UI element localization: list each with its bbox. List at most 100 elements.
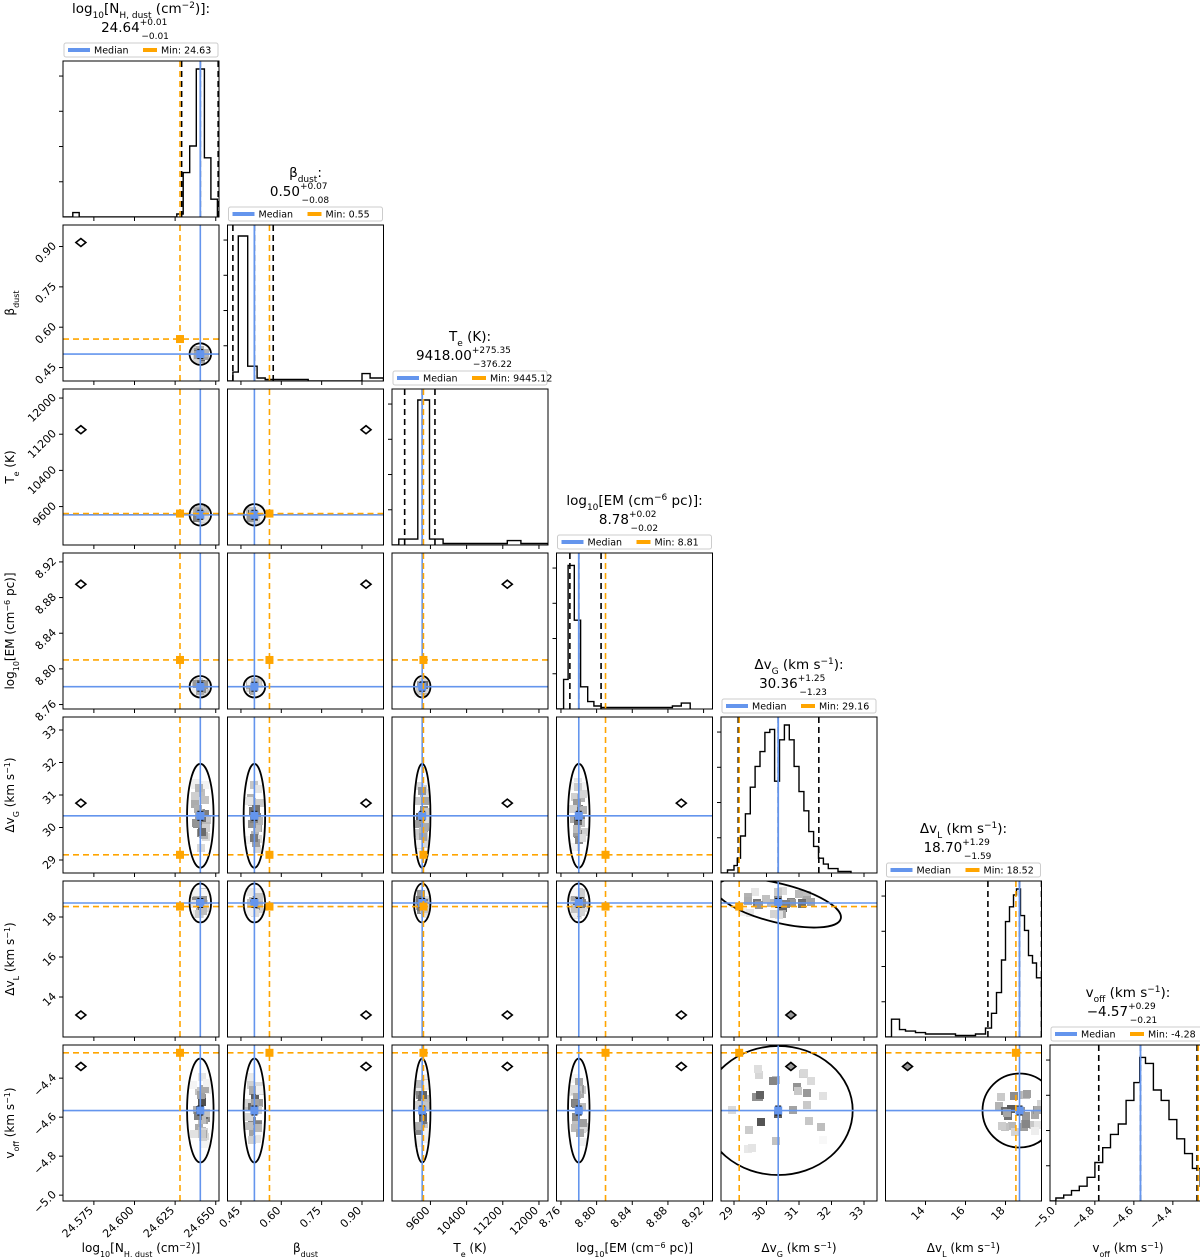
y-tick-label: 30 xyxy=(40,820,59,839)
density-cell xyxy=(997,1093,1005,1101)
density-cell xyxy=(189,1081,197,1089)
density-cell xyxy=(745,1126,753,1134)
density-cell xyxy=(578,834,586,842)
x-axis-label-te: Te (K) xyxy=(452,1241,486,1257)
panel-voff-voff: −5.0−4.8−4.6−4.4 xyxy=(1030,1044,1200,1232)
x-tick-label: 14 xyxy=(909,1204,928,1223)
y-tick-label: −4.6 xyxy=(31,1110,59,1138)
density-cell xyxy=(762,895,770,903)
param-title-nh: log10[NH, dust (cm−2)]: xyxy=(72,1,210,21)
panel-frame xyxy=(227,388,384,546)
median-marker xyxy=(574,899,583,907)
panel-dvl-dvg xyxy=(720,880,878,1041)
density-cell xyxy=(1003,1109,1011,1117)
outlier-contour xyxy=(74,237,88,248)
y-tick-label: 31 xyxy=(40,788,59,807)
histogram-dvl xyxy=(885,888,1042,1037)
contour-nh-beta xyxy=(188,342,212,366)
y-tick-label: 10400 xyxy=(25,463,59,497)
histogram-beta xyxy=(227,235,384,381)
outlier-contour xyxy=(74,1009,88,1021)
min-marker xyxy=(419,1048,428,1057)
density-cell xyxy=(1008,1122,1016,1130)
density-cell xyxy=(254,785,262,793)
y-tick-label: −4.4 xyxy=(31,1071,59,1099)
density-cell xyxy=(191,792,199,800)
x-axis-label-beta: βdust xyxy=(293,1241,318,1257)
min-marker xyxy=(419,902,428,911)
density-cell xyxy=(1010,1092,1018,1100)
density-cell xyxy=(201,349,209,357)
x-axis-label-em: log10[EM (cm−6 pc)] xyxy=(576,1241,693,1257)
panel-frame xyxy=(885,880,1042,1038)
median-marker xyxy=(418,811,427,820)
min-marker xyxy=(735,902,744,911)
title-em: log10[EM (cm−6 pc)]:8.78+0.02−0.02 xyxy=(566,493,702,534)
y-tick-label: 8.88 xyxy=(33,591,60,618)
density-cell xyxy=(572,1100,580,1108)
density-cell xyxy=(255,688,263,696)
outlier-contour xyxy=(359,579,373,590)
density-cell xyxy=(803,1101,811,1109)
density-cell xyxy=(255,817,263,825)
min-marker xyxy=(176,850,184,859)
density-cell xyxy=(746,909,754,917)
y-tick-label: 0.45 xyxy=(33,360,60,387)
min-marker xyxy=(176,509,184,518)
median-marker xyxy=(774,899,783,907)
y-axis-label-dvg: ΔvG (km s−1) xyxy=(3,757,21,832)
density-cell xyxy=(201,796,209,804)
legend-min-label: Min: 29.16 xyxy=(819,702,869,713)
density-cell xyxy=(201,781,209,789)
panel-te-te xyxy=(388,388,549,549)
density-cell xyxy=(421,1135,429,1143)
density-cell xyxy=(255,898,263,906)
density-cell xyxy=(807,1077,815,1085)
y-tick-label: −4.8 xyxy=(31,1149,59,1177)
outlier-contour xyxy=(784,1061,798,1072)
y-tick-label: 8.84 xyxy=(33,626,60,653)
legend-median-label: Median xyxy=(917,866,952,877)
panel-frame xyxy=(227,716,384,874)
median-marker xyxy=(250,682,259,691)
legend-median-label: Median xyxy=(259,210,294,221)
density-cell xyxy=(573,799,581,807)
density-cell xyxy=(794,1087,802,1095)
density-cell xyxy=(1022,1120,1030,1128)
density-cell xyxy=(421,1074,429,1082)
y-tick-label: 16 xyxy=(40,950,59,969)
panel-frame xyxy=(62,224,220,382)
density-cell xyxy=(1029,1121,1037,1129)
density-cell xyxy=(256,799,264,807)
legend-min-label: Min: 8.81 xyxy=(655,538,699,549)
density-cell xyxy=(755,1071,763,1079)
panel-frame xyxy=(556,1044,713,1202)
density-cell xyxy=(414,840,422,848)
density-cell xyxy=(416,1127,424,1135)
y-tick-label: 29 xyxy=(40,853,59,872)
density-cell xyxy=(191,900,199,908)
y-tick-label: 9600 xyxy=(30,499,59,528)
legend-min-label: Min: 24.63 xyxy=(161,46,211,57)
density-cell xyxy=(795,890,803,898)
density-cell xyxy=(1031,1127,1039,1135)
panel-em-em xyxy=(552,552,713,713)
panel-frame xyxy=(391,880,549,1038)
density-cell xyxy=(769,1077,777,1085)
density-cell xyxy=(807,898,815,906)
x-tick-label: 9600 xyxy=(404,1204,433,1233)
panel-em-te xyxy=(391,552,549,713)
outlier-contour xyxy=(784,1009,798,1021)
legend-median-label: Median xyxy=(752,702,787,713)
density-cell xyxy=(577,908,585,916)
panel-frame xyxy=(227,880,384,1038)
density-cell xyxy=(245,908,253,916)
x-tick-label: 0.75 xyxy=(297,1204,324,1231)
x-tick-label: 8.76 xyxy=(537,1204,564,1231)
param-title-em: log10[EM (cm−6 pc)]: xyxy=(566,493,702,513)
density-cell xyxy=(803,1089,811,1097)
